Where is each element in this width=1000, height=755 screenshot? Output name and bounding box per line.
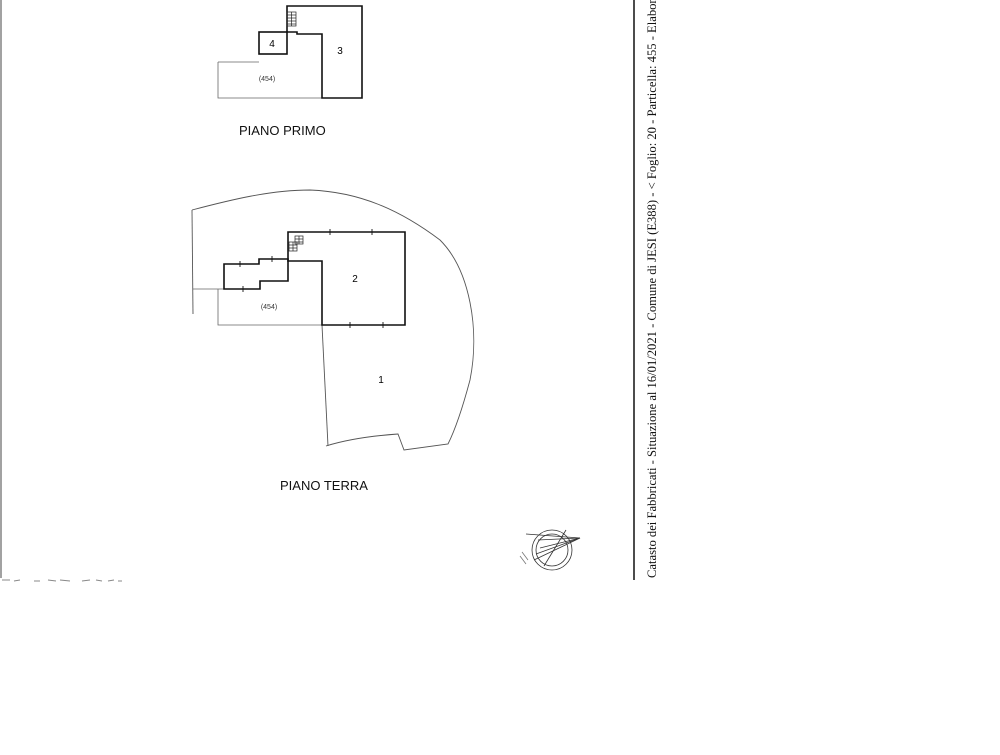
stair-icon xyxy=(286,11,297,27)
stair-icon xyxy=(288,235,304,252)
unit-2-outline xyxy=(287,231,406,326)
floor-plan-terra xyxy=(191,189,475,451)
floor-title-primo: PIANO PRIMO xyxy=(239,123,326,138)
cadastre-side-note: Catasto dei Fabbricati - Situazione al 1… xyxy=(645,0,659,578)
lot-boundary xyxy=(191,189,475,451)
unit-4-outline xyxy=(258,31,288,55)
parcel-ref-primo: (454) xyxy=(259,76,275,83)
parcel-454-outline xyxy=(193,288,322,326)
bottom-residue-marks xyxy=(2,579,122,582)
parcel-ref-terra: (454) xyxy=(261,304,277,311)
unit-2-number: 2 xyxy=(352,274,358,285)
unit-3-outline xyxy=(286,5,363,99)
unit-3-number: 3 xyxy=(337,46,343,57)
floor-title-terra: PIANO TERRA xyxy=(280,478,368,493)
unit-4-number: 4 xyxy=(269,39,275,50)
floor-plan-primo xyxy=(217,5,363,99)
unit-1-number: 1 xyxy=(378,375,384,386)
annex-outline xyxy=(223,258,289,290)
north-arrow-icon xyxy=(519,529,581,571)
